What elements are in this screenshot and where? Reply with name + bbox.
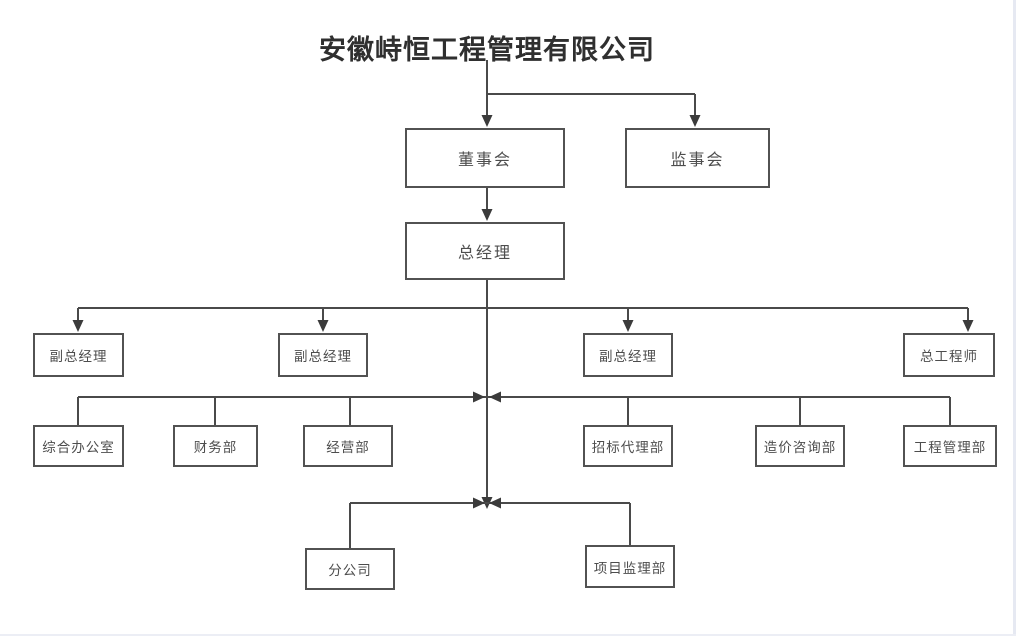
node-gm-label: 总经理	[457, 245, 512, 262]
arrowhead-dgm2-icon	[317, 320, 329, 332]
arrowhead-dgm1-icon	[72, 320, 84, 332]
node-dgm3-label: 副总经理	[599, 349, 657, 364]
arrowhead-dgm3-icon	[622, 320, 634, 332]
arrowhead-chief-engineer-icon	[962, 320, 974, 332]
node-operations-label: 经营部	[326, 440, 370, 455]
arrowhead-level5-inward-right-icon	[489, 497, 501, 509]
node-board: 董事会	[405, 128, 565, 188]
node-operations: 经营部	[303, 425, 393, 467]
node-dgm1-label: 副总经理	[49, 349, 108, 364]
node-project-supervision: 项目监理部	[585, 545, 675, 588]
node-engineering-mgmt-label: 工程管理部	[913, 440, 987, 455]
node-dgm3: 副总经理	[583, 333, 673, 377]
arrowhead-level4-inward-right-icon	[489, 391, 501, 403]
node-finance: 财务部	[173, 425, 258, 467]
node-gm: 总经理	[405, 222, 565, 280]
node-chief-engineer: 总工程师	[903, 333, 995, 377]
connector-title-branch	[486, 60, 695, 95]
node-board-label: 董事会	[457, 152, 512, 169]
node-supervisory: 监事会	[625, 128, 770, 188]
node-supervisory-label: 监事会	[670, 152, 725, 169]
page-bottom-edge	[0, 634, 1016, 636]
node-chief-engineer-label: 总工程师	[920, 349, 978, 364]
node-general-office-label: 综合办公室	[42, 440, 115, 455]
arrowhead-level5-inward-left-icon	[473, 497, 485, 509]
arrowhead-board-icon	[481, 115, 493, 127]
node-cost-consulting: 造价咨询部	[755, 425, 845, 467]
node-finance-label: 财务部	[193, 440, 238, 455]
node-engineering-mgmt: 工程管理部	[903, 425, 997, 467]
node-branch-company-label: 分公司	[328, 563, 372, 578]
node-cost-consulting-label: 造价咨询部	[763, 440, 837, 455]
node-bidding-agency: 招标代理部	[583, 425, 673, 467]
node-dgm2: 副总经理	[278, 333, 368, 377]
node-bidding-agency-label: 招标代理部	[591, 440, 665, 455]
node-general-office: 综合办公室	[33, 425, 124, 467]
node-dgm2-label: 副总经理	[294, 349, 352, 364]
node-branch-company: 分公司	[305, 548, 395, 590]
page-right-edge	[1013, 0, 1016, 636]
node-dgm1: 副总经理	[33, 333, 124, 377]
arrowhead-supervisory-icon	[689, 115, 701, 127]
node-project-supervision-label: 项目监理部	[593, 560, 667, 576]
arrowhead-level4-inward-left-icon	[473, 391, 485, 403]
arrowhead-gm-icon	[481, 209, 493, 221]
